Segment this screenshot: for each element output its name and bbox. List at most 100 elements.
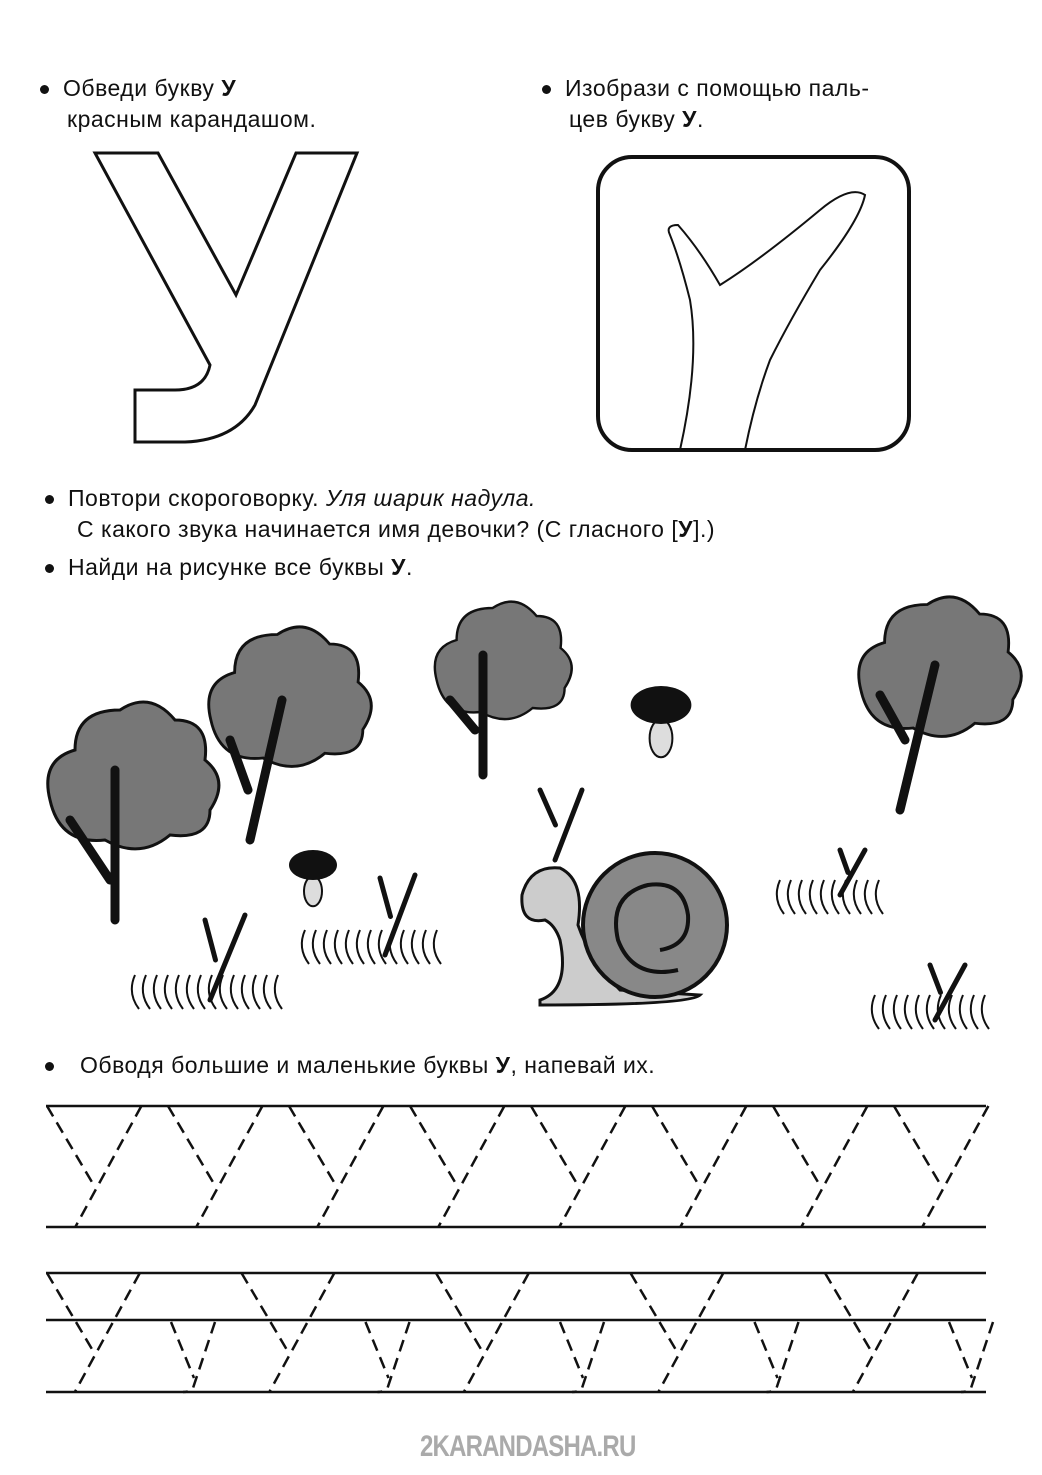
- grass-blade: [874, 879, 884, 915]
- find-letters-scene: [46, 595, 1023, 1030]
- bullet-icon: [45, 1062, 54, 1072]
- grass-blade: [273, 974, 283, 1010]
- task-text: Повтори скороговорку.: [68, 485, 319, 511]
- grass-blade: [775, 879, 785, 915]
- task-tongue-twister: Повтори скороговорку. Уля шарик надула. …: [45, 483, 715, 545]
- grass-blade: [196, 974, 206, 1010]
- letter: У: [391, 554, 406, 580]
- grass-blade: [797, 879, 807, 915]
- grass-blade: [355, 929, 365, 965]
- letter-u-hidden: [837, 847, 868, 898]
- grass-blade: [366, 929, 376, 965]
- grass-blade: [914, 994, 924, 1030]
- task-text: Обведи букву: [63, 75, 215, 101]
- grass-blade: [819, 879, 829, 915]
- punct: ].): [693, 516, 716, 542]
- grass-blade: [322, 929, 332, 965]
- grass-blade: [240, 974, 250, 1010]
- grass-blade: [432, 929, 442, 965]
- grass-blade: [333, 929, 343, 965]
- grass-blade: [130, 974, 140, 1010]
- task-text: красным карандашом.: [67, 106, 317, 132]
- tree: [433, 600, 573, 721]
- bullet-icon: [45, 495, 54, 505]
- mushroom-cap: [630, 686, 692, 724]
- punct: , напевай их.: [510, 1052, 656, 1078]
- letter: У: [682, 106, 697, 132]
- letter-u-in-tree: [225, 695, 287, 845]
- tree-crown: [207, 625, 373, 768]
- letter-u-in-tree: [875, 660, 940, 815]
- grass-blade: [311, 929, 321, 965]
- letter-u-hidden: [537, 787, 585, 863]
- grass-blade: [344, 929, 354, 965]
- grass-blade: [925, 994, 935, 1030]
- traceable-small-u: [364, 1321, 411, 1394]
- task-finger-letter: Изобрази с помощью паль- цев букву У.: [542, 73, 870, 135]
- traceable-capital-u: [287, 1105, 385, 1228]
- traceable-small-u: [753, 1321, 800, 1394]
- grass-blade: [903, 994, 913, 1030]
- tree-crown: [857, 595, 1023, 738]
- grass-blade: [830, 879, 840, 915]
- mushroom-stem: [648, 718, 674, 759]
- traceable-capital-u: [434, 1272, 530, 1393]
- task-text: цев букву: [569, 106, 676, 132]
- task-text: Найди на рисунке все буквы: [68, 554, 385, 580]
- letter: У: [495, 1052, 511, 1078]
- letter: У: [221, 75, 237, 101]
- traceable-capital-u: [529, 1105, 627, 1228]
- task-text: Изобрази с помощью паль-: [565, 75, 870, 101]
- traceable-small-u: [558, 1321, 606, 1394]
- grass-blade: [207, 974, 217, 1010]
- mushroom-stem: [303, 875, 323, 908]
- snail-spiral: [614, 882, 691, 974]
- letter-u-hidden: [927, 962, 968, 1023]
- tracing-lines: [45, 1104, 995, 1394]
- grass-blade: [251, 974, 261, 1010]
- letter: У: [678, 516, 694, 542]
- letter-u-in-tree: [65, 765, 120, 925]
- grass-blade: [863, 879, 873, 915]
- tongue-twister: Уля шарик надула.: [325, 485, 536, 511]
- grass-blade: [852, 879, 862, 915]
- grass: [775, 879, 884, 915]
- grass-blade: [218, 974, 228, 1010]
- punct: .: [405, 554, 413, 580]
- bullet-icon: [45, 564, 54, 574]
- grass: [300, 929, 442, 965]
- grass-blade: [300, 929, 310, 965]
- snail-shell: [581, 851, 729, 999]
- traceable-capital-u: [823, 1272, 919, 1393]
- traceable-capital-u: [240, 1272, 336, 1393]
- letter-u-hidden: [202, 912, 248, 1003]
- tree-crown: [433, 600, 573, 721]
- task-text: Обводя большие и маленькие буквы: [80, 1052, 489, 1078]
- tree: [207, 625, 373, 768]
- grass-blade: [141, 974, 151, 1010]
- traceable-capital-u: [771, 1105, 869, 1228]
- watermark: 2KARANDASHA.RU: [420, 1430, 636, 1463]
- outline-letter-u: [92, 151, 360, 444]
- grass-blade: [399, 929, 409, 965]
- traceable-capital-u: [650, 1105, 748, 1228]
- letter-u-in-tree: [445, 650, 488, 780]
- grass-blade: [185, 974, 195, 1010]
- grass-blade: [163, 974, 173, 1010]
- hand-drawing: [667, 191, 867, 451]
- traceable-small-u: [169, 1321, 217, 1394]
- grass-blade: [881, 994, 891, 1030]
- grass-blade: [421, 929, 431, 965]
- traceable-capital-u: [166, 1105, 264, 1228]
- traceable-small-u: [947, 1321, 995, 1394]
- bullet-icon: [40, 85, 49, 95]
- grass-blade: [229, 974, 239, 1010]
- task-find-letters: Найди на рисунке все буквы У.: [45, 552, 413, 583]
- traceable-capital-u: [45, 1272, 141, 1393]
- grass-blade: [377, 929, 387, 965]
- traceable-capital-u: [892, 1105, 990, 1228]
- hand-picture-frame: [596, 155, 911, 452]
- grass-blade: [786, 879, 796, 915]
- grass: [130, 974, 283, 1010]
